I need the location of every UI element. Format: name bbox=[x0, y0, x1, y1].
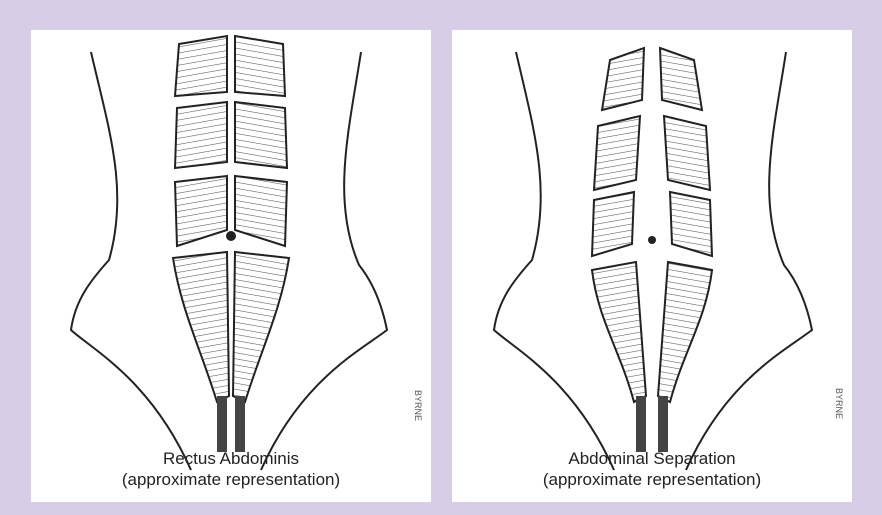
artist-signature: BYRNE bbox=[413, 390, 423, 421]
lower-muscle-left bbox=[592, 262, 646, 402]
muscle-block bbox=[592, 192, 634, 256]
pubic-strap bbox=[235, 396, 245, 452]
abdominal-separation-illustration: BYRNE bbox=[452, 30, 852, 502]
panel-rectus-abdominis: BYRNE Rectus Abdominis (approximate repr… bbox=[31, 30, 431, 502]
muscle-block bbox=[594, 116, 640, 190]
pubic-strap bbox=[636, 396, 646, 452]
caption-subtitle: (approximate representation) bbox=[452, 469, 852, 490]
lower-muscle-left bbox=[173, 252, 229, 402]
muscle-block bbox=[602, 48, 644, 110]
muscle-block bbox=[235, 176, 287, 246]
lower-muscle-right bbox=[233, 252, 289, 402]
muscle-block bbox=[175, 176, 227, 246]
panel-abdominal-separation: BYRNE Abdominal Separation (approximate … bbox=[452, 30, 852, 502]
muscle-block bbox=[670, 192, 712, 256]
pubic-strap bbox=[217, 396, 227, 452]
navel bbox=[226, 231, 236, 241]
muscle-block bbox=[235, 102, 287, 168]
muscle-block bbox=[175, 36, 227, 96]
muscle-block bbox=[664, 116, 710, 190]
pubic-strap bbox=[658, 396, 668, 452]
caption-rectus-abdominis: Rectus Abdominis (approximate representa… bbox=[31, 448, 431, 490]
caption-title: Abdominal Separation bbox=[452, 448, 852, 469]
torso-right-outline bbox=[686, 52, 812, 470]
caption-title: Rectus Abdominis bbox=[31, 448, 431, 469]
torso-left-outline bbox=[494, 52, 614, 470]
muscle-block bbox=[235, 36, 285, 96]
muscle-block bbox=[175, 102, 227, 168]
navel bbox=[648, 236, 656, 244]
artist-signature: BYRNE bbox=[834, 388, 844, 419]
muscle-block bbox=[660, 48, 702, 110]
rectus-abdominis-illustration: BYRNE bbox=[31, 30, 431, 502]
caption-subtitle: (approximate representation) bbox=[31, 469, 431, 490]
lower-muscle-right bbox=[658, 262, 712, 402]
caption-abdominal-separation: Abdominal Separation (approximate repres… bbox=[452, 448, 852, 490]
